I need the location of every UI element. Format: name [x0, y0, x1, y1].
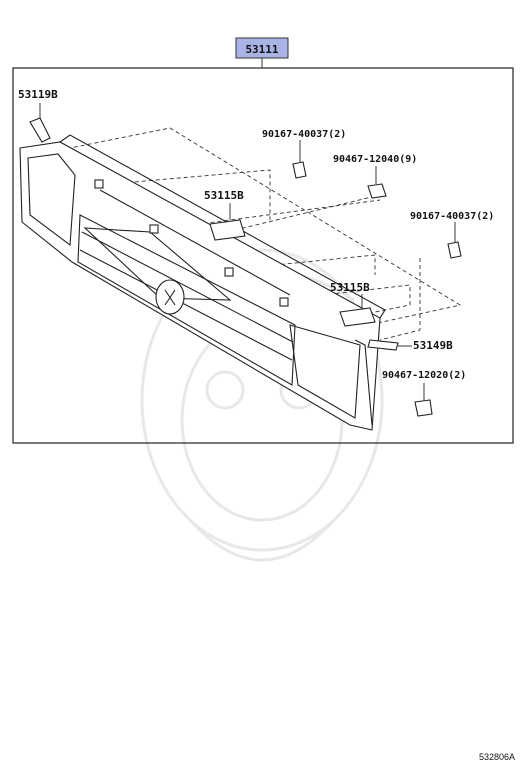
main-part-number: 53111 — [245, 43, 278, 56]
part-53115b-upper[interactable] — [209, 219, 246, 241]
part-53149b[interactable] — [367, 339, 399, 351]
callout-90467-12040[interactable]: 90467-12040(9) — [333, 154, 417, 165]
callout-90167-40037-right[interactable]: 90167-40037(2) — [410, 211, 494, 222]
callout-90167-40037-upper[interactable]: 90167-40037(2) — [262, 129, 346, 140]
main-part-number-box[interactable]: 53111 — [235, 37, 289, 59]
part-90467-upper[interactable] — [367, 183, 387, 199]
part-53115b-lower[interactable] — [339, 307, 376, 327]
callout-90467-12020[interactable]: 90467-12020(2) — [382, 370, 466, 381]
callout-53119b[interactable]: 53119B — [18, 88, 58, 101]
part-53119b[interactable] — [29, 117, 51, 143]
part-90467-lower[interactable] — [414, 399, 433, 417]
diagram-reference-code: 532806A — [479, 752, 515, 762]
callout-53115b-lower[interactable]: 53115B — [330, 281, 370, 294]
callout-53115b-upper[interactable]: 53115B — [204, 189, 244, 202]
part-90167-upper[interactable] — [292, 161, 307, 179]
callout-53149b[interactable]: 53149B — [413, 339, 453, 352]
radiator-grille[interactable] — [19, 134, 386, 431]
diagram-frame — [12, 67, 514, 444]
part-90167-right[interactable] — [447, 241, 462, 259]
